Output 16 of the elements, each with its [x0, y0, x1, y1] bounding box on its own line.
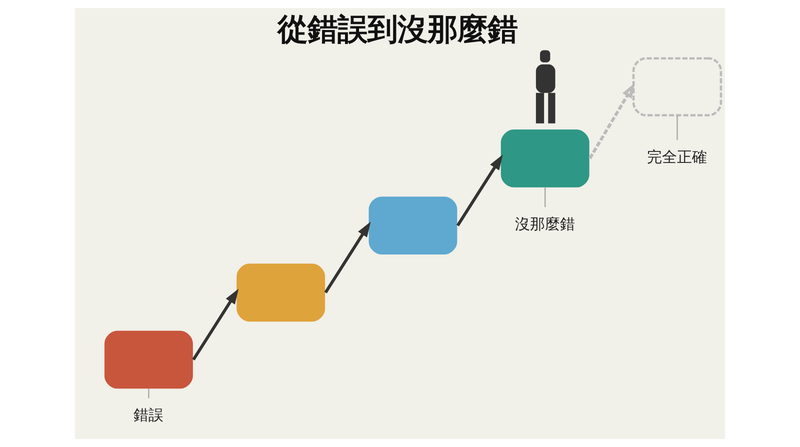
diagram-title: 從錯誤到沒那麼錯	[278, 12, 518, 48]
node-text: 錯誤	[134, 406, 164, 424]
node-box	[500, 129, 590, 188]
arrow	[456, 154, 503, 226]
connector	[544, 187, 546, 208]
node-text: 沒那麼錯	[515, 215, 576, 234]
node-text: 完全正確	[647, 148, 708, 166]
arrow	[192, 288, 239, 361]
node-box	[368, 196, 458, 254]
arrow	[324, 222, 371, 294]
node-box	[236, 264, 326, 322]
node-box	[632, 57, 722, 116]
connector	[676, 115, 678, 140]
node-box	[104, 330, 193, 389]
connector	[148, 388, 150, 398]
arrow	[588, 82, 635, 160]
